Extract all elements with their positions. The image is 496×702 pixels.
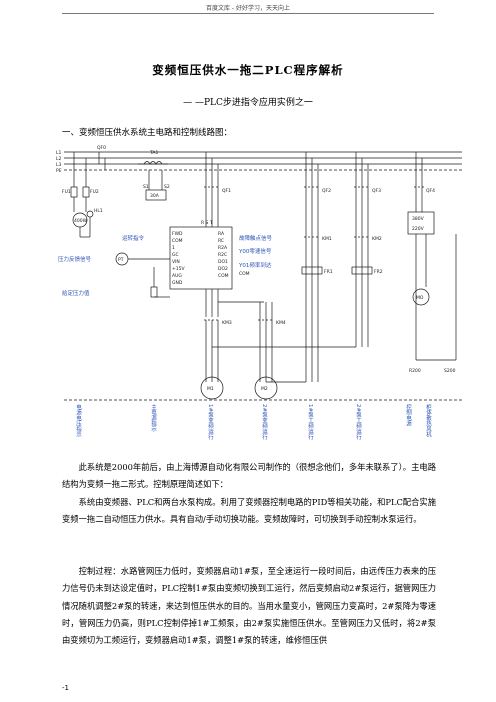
inv-pin-gnd: GND [172,280,183,286]
paragraph-intro: 此系统是2000年前后，由上海博源自动化有限公司制作的（很想念他们，多年未联系了… [62,462,436,490]
bus-l2-label: L2 [56,156,62,162]
page-header: 百度文库 - 好好学习，天天向上 [206,5,290,12]
km2-label: KM2 [372,236,382,242]
label-power-voltage: 电源电压指示 [75,404,81,437]
ta1-label: TA1 [149,150,158,156]
qf2-label: QF2 [322,188,331,194]
label-cabinet-fan: 柜体散热风机 [425,404,431,437]
inv-pin-r2a: R2A [218,245,228,251]
inv-pin-do2: DO2 [218,266,228,272]
inv-pin-vin: VIN [172,259,180,265]
voltage-220-label: 220V [412,226,425,232]
inv-pin-1: 1 [172,245,175,251]
freq-reached-label: Y01频率到达 [238,261,272,269]
inv-pin-ra: RA [218,231,225,237]
label-pump2-line: 2#泵工频运行 [355,404,361,440]
km1-label: KM1 [322,236,332,242]
km3-label: KM3 [222,320,232,326]
paragraph-control: 控制过程：水路管网压力低时，变频器启动1#泵，至全速运行一段时间后，由远传压力表… [62,566,436,646]
inv-pin-rc: RC [218,238,224,244]
motor-m1-label: M1 [207,386,214,392]
r200-label: R200 [409,368,421,374]
ta-box-label: 30A [150,193,160,199]
inv-pin-r2c: R2C [218,252,227,258]
inv-pin-aug: AUG [172,273,182,279]
zero-speed-label: Y00零速信号 [238,247,272,255]
bus-pe-label: PE [56,168,62,174]
hl1-label: HL1 [94,208,103,214]
circuit-diagram: L1 L2 L3 PE QF0 QF1 QF2 QF3 QF4 TA1 FU1 … [56,145,462,440]
run-command-label: 运转指令 [122,234,145,242]
fault-signal-label: 故障触点信号 [239,234,273,242]
inv-pin-15v: +15V [172,266,185,272]
section-heading: 一、变频恒压供水系统主电路和控制线路图： [62,128,233,138]
voltage-380-label: 380V [412,216,425,222]
label-pump2-vfd: 2#泵变频运行 [261,404,267,440]
pressure-feedback-label: 压力反馈信号 [58,255,92,263]
freq-com-label: COM [239,271,250,277]
document-subtitle: — —PLC步进指令应用实例之一 [183,98,313,108]
label-pump1-line: 1#泵工频运行 [307,404,313,440]
motor-m2-label: M2 [261,386,268,392]
fu2-label: FU2 [90,189,99,195]
s2-label: S2 [164,184,170,190]
s200-label: S200 [444,368,456,374]
bus-l1-label: L1 [56,150,62,156]
inv-pin-do1: DO1 [218,259,228,265]
qf1-label: QF1 [222,188,231,194]
label-main-power: 主电源指示 [150,404,156,432]
page-number: -1 [62,684,69,692]
header-rule [62,13,434,14]
document-title: 变频恒压供水一拖二PLC程序解析 [152,63,344,77]
inv-pin-gc: GC [172,252,179,258]
paragraph-system: 系统由变频器、PLC和两台水泵构成。利用了变频器控制电路的PID等相关功能，和P… [62,497,436,525]
rst-label: R S T [201,220,213,226]
lamp-label: 400W [74,218,88,224]
fr1-label: FR1 [324,269,333,275]
inv-pin-fwd: FWD [172,231,183,237]
qf0-label: QF0 [97,145,106,151]
label-pump1-vfd: 1#泵变频运行 [207,404,213,440]
s1-label: S1 [143,184,149,190]
km4-label: KM4 [276,320,286,326]
label-control-power: 控制电源 [405,404,411,426]
fu1-label: FU1 [62,189,71,195]
pt-label: PT [118,257,124,263]
bus-l3-label: L3 [56,162,62,168]
inv-pin-com2: COM [218,273,229,279]
fr2-label: FR2 [374,269,383,275]
fan-motor-label: MO [416,295,424,301]
qf4-label: QF4 [426,188,435,194]
inv-pin-com: COM [172,238,183,244]
pressure-setpoint-label: 给定压力值 [62,289,90,297]
qf3-label: QF3 [372,188,381,194]
